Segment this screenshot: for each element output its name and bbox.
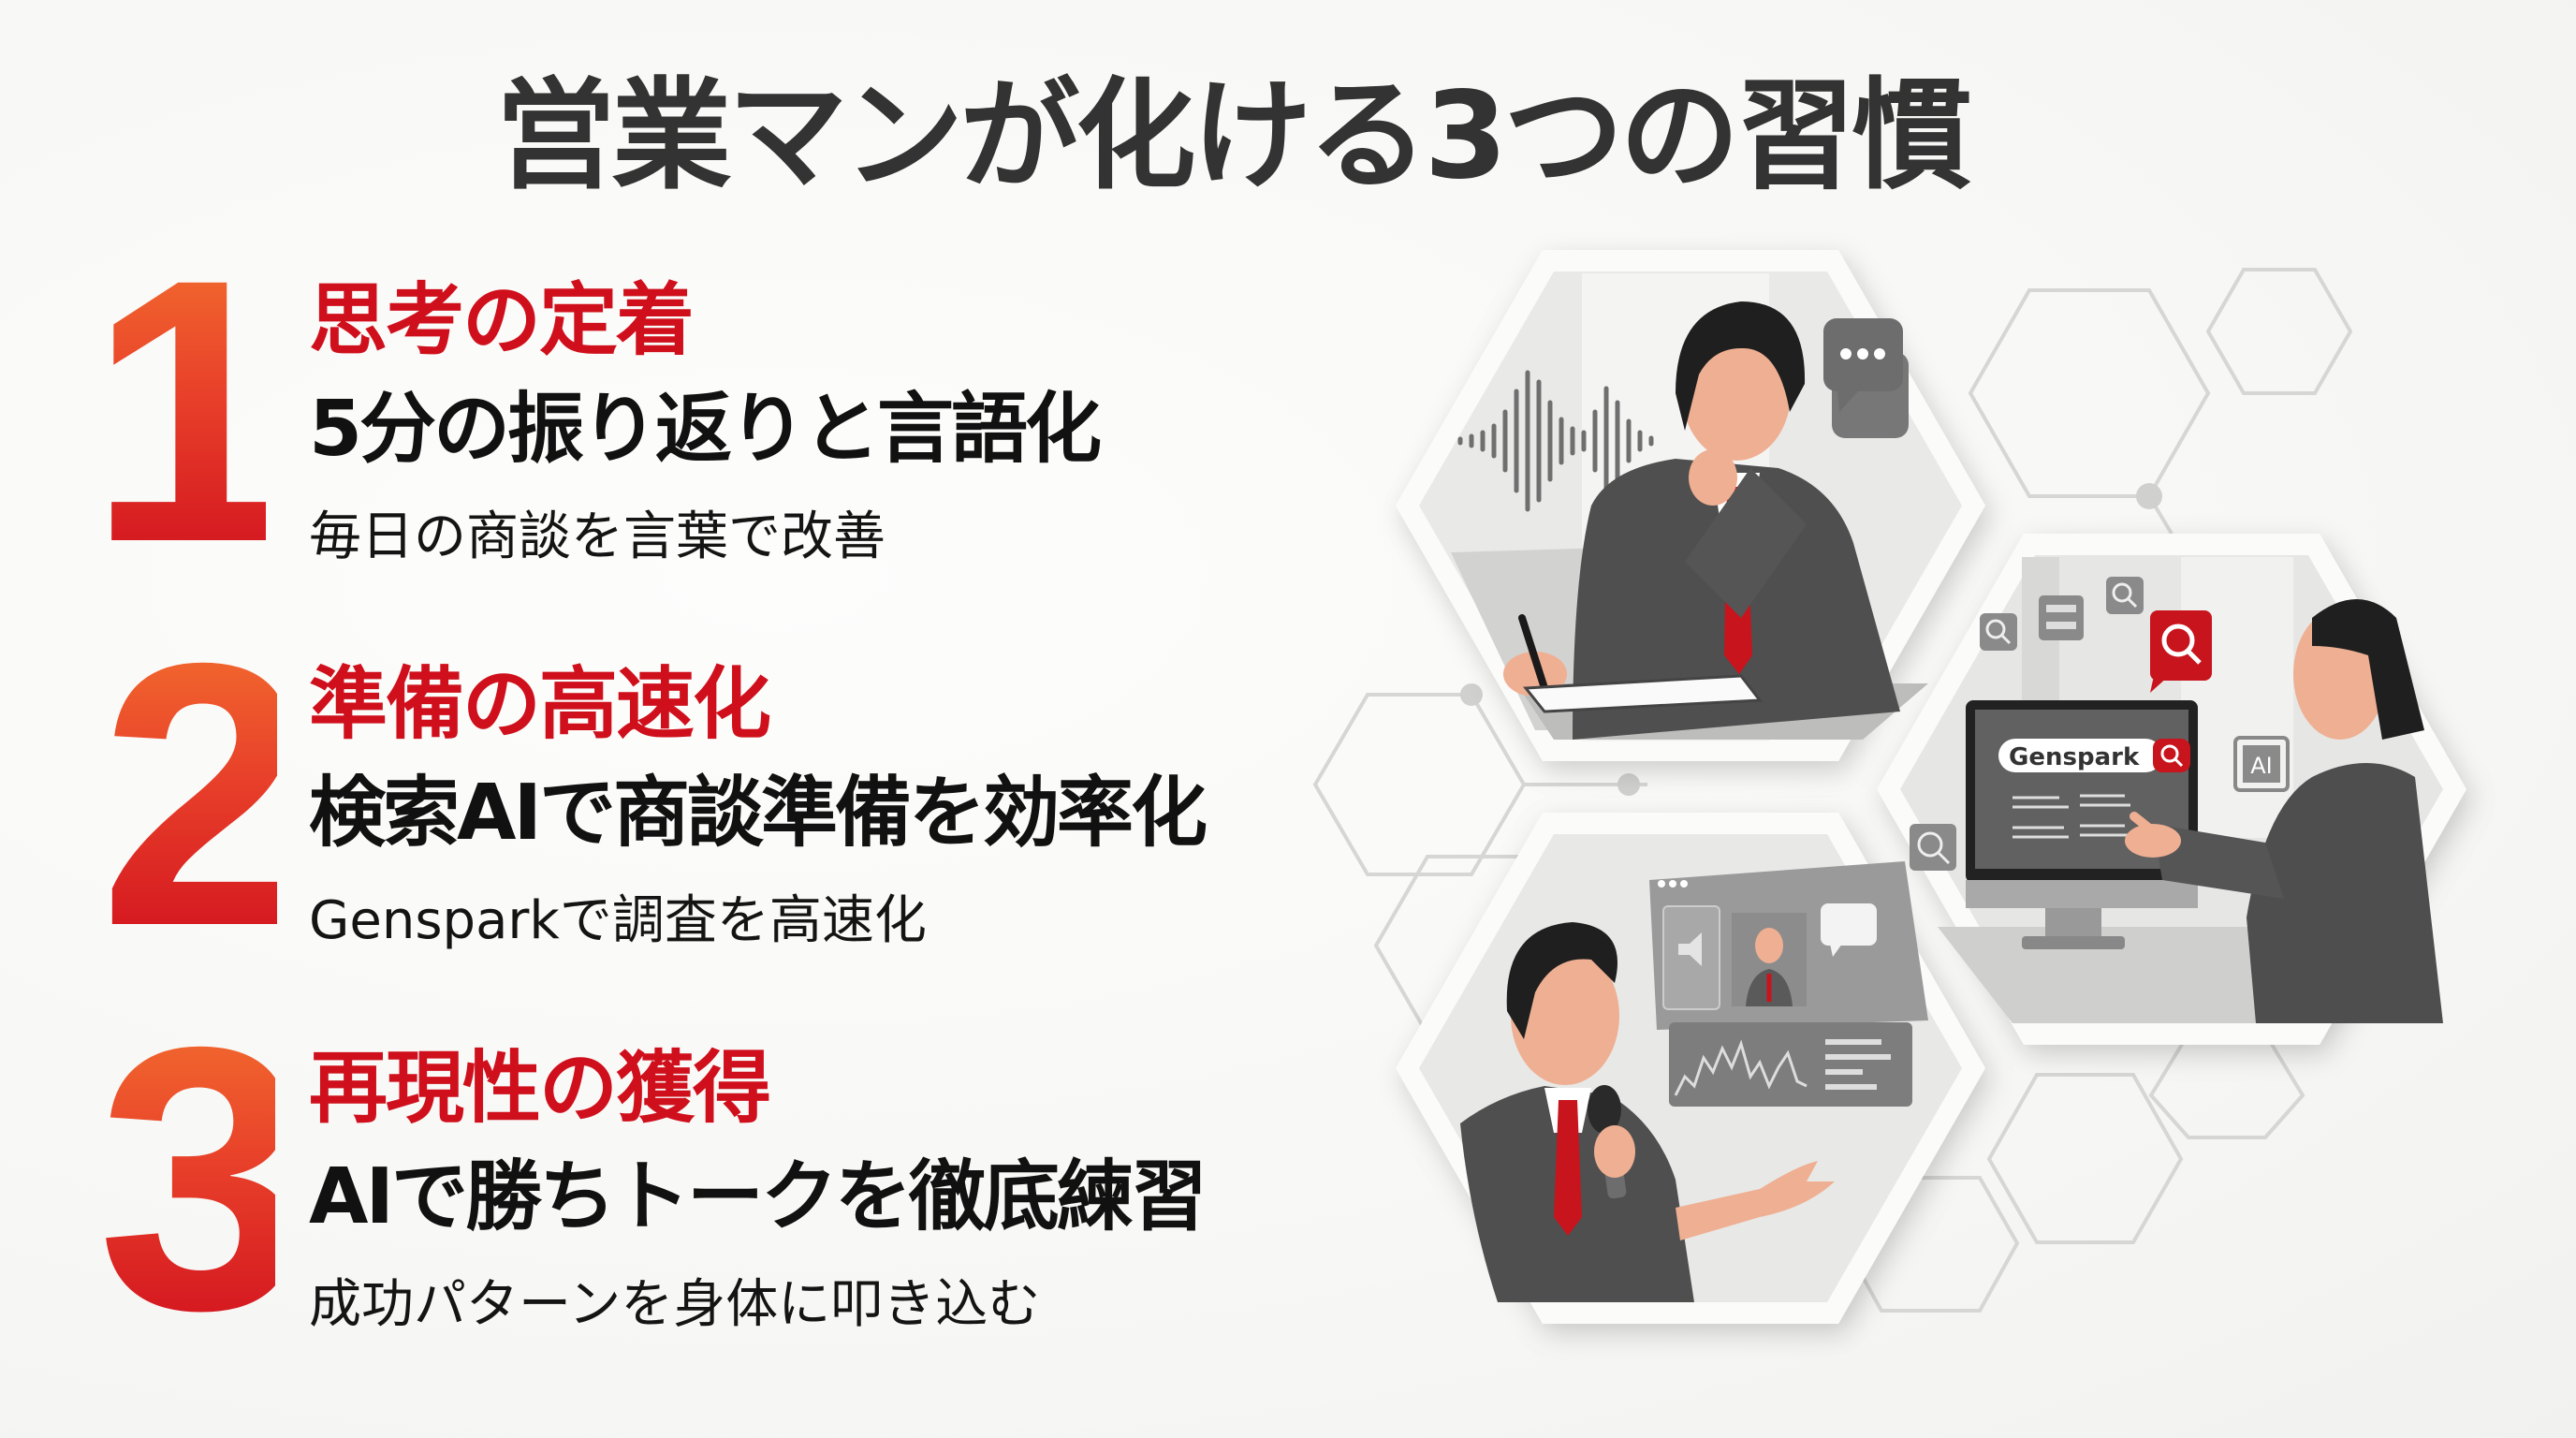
habit-number: 2 <box>99 585 307 1004</box>
document-list-icon <box>2039 595 2084 640</box>
habit-item-3: 3 再現性の獲得 AIで勝ちトークを徹底練習 成功パターンを身体に叩き込む <box>0 991 1348 1366</box>
search-icon <box>1910 824 1956 871</box>
habit-headline: AIで勝ちトークを徹底練習 <box>309 1152 1208 1241</box>
search-box-text: Genspark <box>2009 743 2140 771</box>
scene-practice <box>1460 861 1928 1302</box>
video-call-screen <box>1649 861 1928 1107</box>
scene-search: Genspark AI <box>1910 557 2443 1023</box>
search-icon <box>1980 613 2017 651</box>
video-call-avatar-icon <box>1732 913 1807 1006</box>
search-icon <box>2106 577 2144 614</box>
habit-number: 3 <box>97 969 305 1387</box>
businessman-figure-1 <box>1503 301 1900 740</box>
page-title: 営業マンが化ける3つの習慣 <box>495 66 1971 206</box>
ai-chip-label: AI <box>2250 753 2273 779</box>
habit-number: 1 <box>88 201 296 620</box>
habit-description: 毎日の商談を言葉で改善 <box>309 506 886 567</box>
sound-wave-icon <box>1457 370 1654 512</box>
habit-item-2: 2 準備の高速化 検索AIで商談準備を効率化 Gensparkで調査を高速化 <box>0 608 1348 982</box>
habit-category: 準備の高速化 <box>309 658 771 750</box>
chat-bubble-icon <box>1821 903 1877 957</box>
connector-dots <box>1460 483 2162 796</box>
habit-item-1: 1 思考の定着 5分の振り返りと言語化 毎日の商談を言葉で改善 <box>0 224 1348 598</box>
habit-category: 再現性の獲得 <box>309 1042 771 1134</box>
habit-headline: 5分の振り返りと言語化 <box>309 385 1102 474</box>
bar-chart-icon <box>1669 1022 1912 1107</box>
habit-category: 思考の定着 <box>309 274 695 366</box>
magnifier-bubble-icon <box>2150 610 2212 693</box>
scene-reflection <box>1451 273 1928 741</box>
ai-chip-icon: AI <box>2233 736 2290 792</box>
businessman-figure-2 <box>2125 599 2443 1023</box>
businessman-figure-3 <box>1460 922 1835 1302</box>
speaker-icon <box>1678 932 1702 966</box>
habit-headline: 検索AIで商談準備を効率化 <box>309 769 1208 858</box>
habit-description: Gensparkで調査を高速化 <box>309 890 927 951</box>
habit-description: 成功パターンを身体に叩き込む <box>309 1274 1041 1335</box>
chat-bubbles-icon <box>1823 318 1909 438</box>
